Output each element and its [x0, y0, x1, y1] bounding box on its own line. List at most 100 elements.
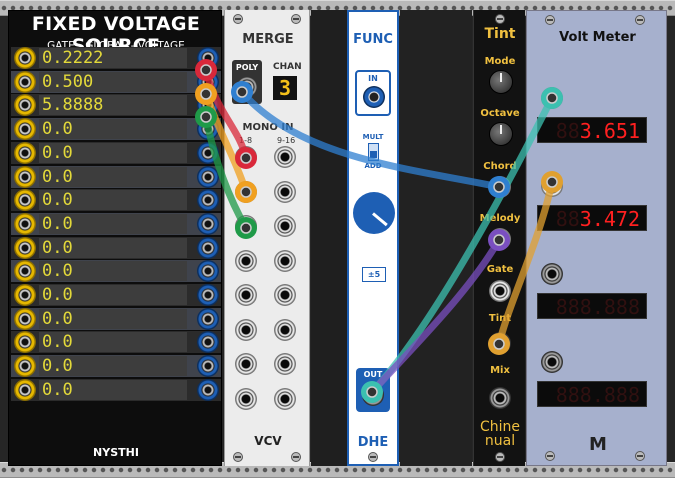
screw-icon — [495, 14, 505, 24]
voltage-output-jack[interactable] — [197, 212, 219, 235]
voltage-value-display[interactable]: 5.8888 — [39, 95, 187, 116]
gate-input-jack[interactable] — [14, 94, 36, 117]
chord-jack[interactable] — [489, 176, 511, 198]
voltage-value-display[interactable]: 0.0 — [39, 356, 187, 377]
mono-input-jack[interactable] — [274, 146, 296, 168]
tint-jack[interactable] — [489, 332, 511, 354]
voltage-output-jack[interactable] — [197, 118, 219, 141]
voltage-output-jack[interactable] — [197, 307, 219, 330]
readout-ghost: 888.888 — [555, 383, 640, 407]
gate-input-jack[interactable] — [14, 284, 36, 306]
gate-input-jack[interactable] — [14, 212, 36, 235]
voltage-output-jack[interactable] — [197, 378, 219, 401]
gate-input-jack[interactable] — [14, 70, 36, 93]
voltage-output-jack[interactable] — [197, 260, 219, 283]
fixed-voltage-source-module: FIXED VOLTAGE SOURCE GATE - GLOBAL - VOL… — [8, 10, 222, 466]
brand-label: DHE — [357, 435, 389, 450]
meter-input-jack[interactable] — [541, 263, 563, 285]
tint-module: Tint Mode Octave Chord Melody Gate Tint … — [473, 10, 525, 466]
readout-value: 3.651 — [579, 119, 640, 143]
mode-knob[interactable] — [489, 70, 513, 94]
voltage-value-display[interactable]: 0.2222 — [39, 48, 187, 68]
mono-input-jack[interactable] — [235, 146, 257, 168]
input-box: IN — [355, 70, 391, 116]
voltage-value-display[interactable]: 0.0 — [39, 308, 187, 329]
mix-jack[interactable] — [489, 387, 511, 409]
gate-label: Gate — [486, 264, 514, 275]
screw-icon — [635, 451, 645, 461]
add-label: ADD — [364, 162, 382, 170]
meter-input-jack[interactable] — [541, 351, 563, 373]
screw-icon — [233, 14, 243, 24]
output-jack[interactable] — [362, 384, 384, 406]
poly-output-jack[interactable] — [236, 76, 258, 98]
gate-input-jack[interactable] — [14, 47, 36, 69]
gate-input-jack[interactable] — [14, 118, 36, 141]
mono-input-jack[interactable] — [274, 180, 296, 203]
melody-jack[interactable] — [489, 228, 511, 250]
input-jack[interactable] — [363, 86, 385, 108]
gate-input-jack[interactable] — [14, 307, 36, 330]
voltage-value-display[interactable]: 0.0 — [39, 142, 187, 163]
mono-input-jack[interactable] — [235, 180, 257, 203]
octave-knob[interactable] — [489, 122, 513, 146]
mono-input-jack[interactable] — [235, 387, 257, 410]
voltage-output-jack[interactable] — [197, 355, 219, 378]
amount-knob[interactable] — [353, 192, 395, 234]
voltage-output-jack[interactable] — [197, 236, 219, 259]
mono-input-jack[interactable] — [235, 353, 257, 375]
voltage-output-jack[interactable] — [197, 165, 219, 188]
voltage-output-jack[interactable] — [197, 47, 219, 69]
mono-input-jack[interactable] — [274, 215, 296, 237]
voltage-row: 0.0 — [11, 118, 221, 141]
mono-input-jack[interactable] — [274, 318, 296, 341]
mono-input-jack[interactable] — [235, 318, 257, 341]
voltage-output-jack[interactable] — [197, 284, 219, 306]
chan-label: CHAN — [273, 62, 302, 72]
gate-input-jack[interactable] — [14, 189, 36, 212]
range-button[interactable]: ±5 — [362, 267, 386, 282]
voltage-value-display[interactable]: 0.0 — [39, 379, 187, 400]
voltage-value-display[interactable]: 0.0 — [39, 261, 187, 282]
gate-input-jack[interactable] — [14, 331, 36, 354]
voltage-value-display[interactable]: 0.0 — [39, 332, 187, 353]
voltage-value-display[interactable]: 0.0 — [39, 190, 187, 211]
voltage-value-display[interactable]: 0.500 — [39, 71, 187, 92]
gate-input-jack[interactable] — [14, 355, 36, 378]
out-label: OUT — [363, 370, 383, 379]
voltage-output-jack[interactable] — [197, 141, 219, 164]
mono-input-jack[interactable] — [235, 284, 257, 306]
gate-input-jack[interactable] — [14, 141, 36, 164]
gate-input-jack[interactable] — [14, 378, 36, 401]
mono-input-jack[interactable] — [274, 387, 296, 410]
mult-add-switch[interactable] — [368, 143, 379, 161]
voltage-value-display[interactable]: 0.0 — [39, 213, 187, 234]
gate-input-jack[interactable] — [14, 260, 36, 283]
mono-input-jack[interactable] — [235, 215, 257, 237]
voltage-value-display[interactable]: 0.0 — [39, 166, 187, 187]
voltage-value-display[interactable]: 0.0 — [39, 237, 187, 258]
meter-input-jack[interactable] — [541, 175, 563, 197]
voltage-value-display[interactable]: 0.0 — [39, 285, 187, 305]
voltage-output-jack[interactable] — [197, 331, 219, 354]
merge-module: MERGE POLY CHAN 3 MONO IN 1-8 9-16 VCV — [224, 10, 310, 466]
gate-jack[interactable] — [489, 280, 511, 302]
voltage-value-display[interactable]: 0.0 — [39, 119, 187, 140]
gate-input-jack[interactable] — [14, 236, 36, 259]
module-title: Tint — [484, 26, 516, 42]
brand-label: VCV — [254, 434, 282, 448]
mono-input-jack[interactable] — [274, 249, 296, 272]
poly-label: POLY — [235, 63, 259, 72]
mono-input-jack[interactable] — [235, 249, 257, 272]
voltage-output-jack[interactable] — [197, 189, 219, 212]
output-box: OUT — [356, 368, 390, 412]
meter-input-jack[interactable] — [541, 87, 563, 109]
blank-panel — [400, 10, 472, 466]
module-title: MERGE — [242, 32, 294, 47]
mono-input-jack[interactable] — [274, 284, 296, 306]
mono-input-jack[interactable] — [274, 353, 296, 375]
module-title: FUNC — [353, 32, 393, 47]
gate-input-jack[interactable] — [14, 165, 36, 188]
voltage-output-jack[interactable] — [197, 70, 219, 93]
voltage-output-jack[interactable] — [197, 94, 219, 117]
